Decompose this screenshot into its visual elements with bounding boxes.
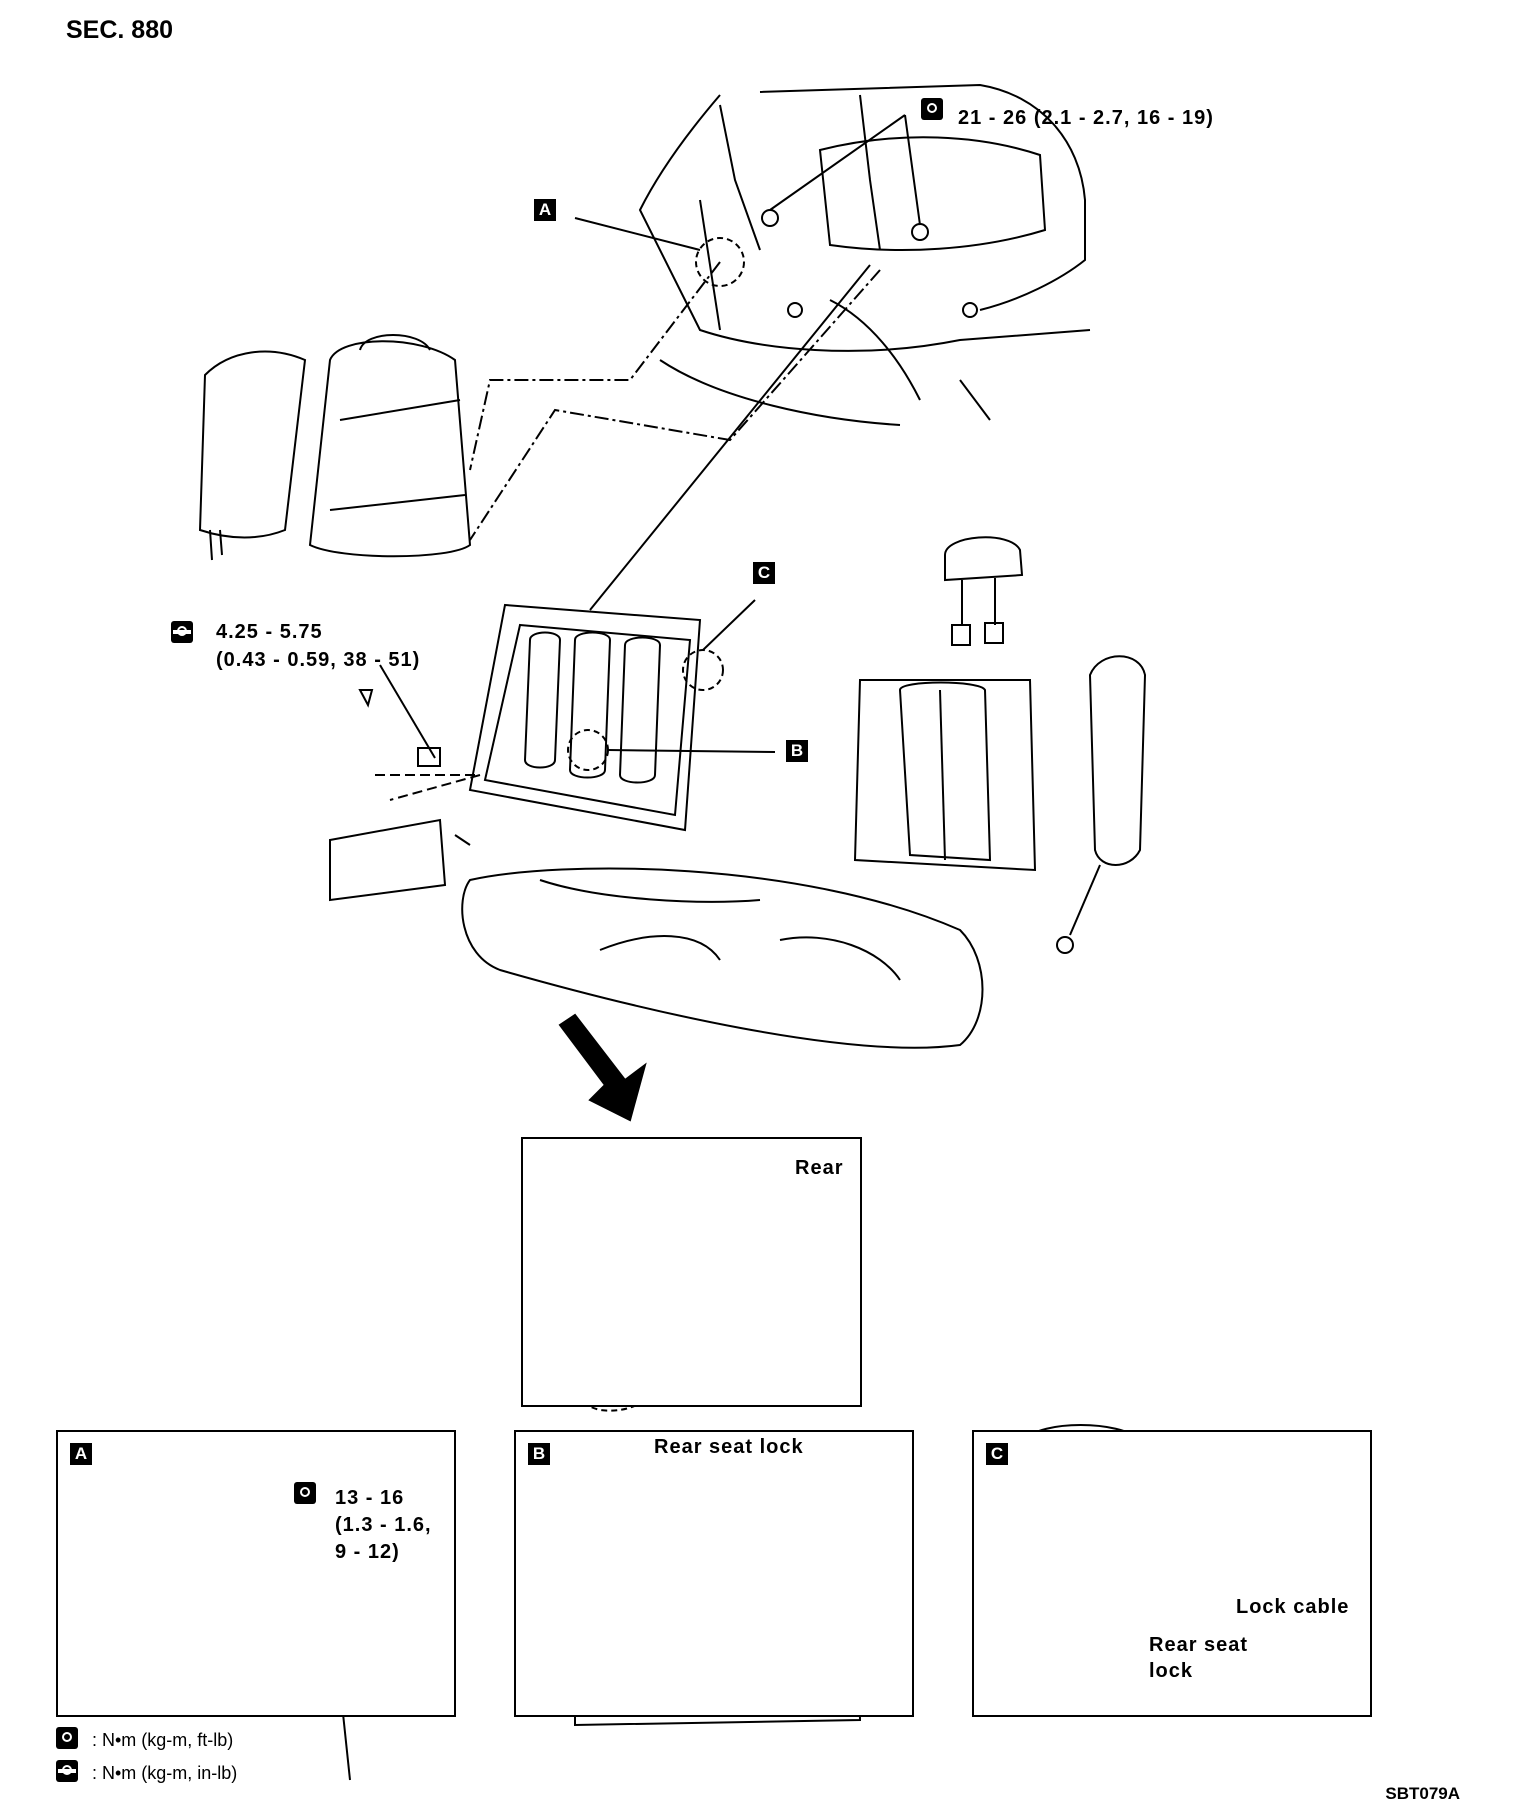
car-body-outline <box>638 83 1091 426</box>
torque-wrench-alt-icon <box>56 1760 78 1782</box>
torque-spec-detail-a-line1: 13 - 16 <box>335 1487 405 1509</box>
lock-cable-label: Lock cable <box>1236 1596 1350 1618</box>
detail-a-box <box>56 1430 456 1717</box>
torque-wrench-icon <box>921 98 943 120</box>
detail-b-box <box>514 1430 914 1717</box>
torque-spec-seatback-bolt-line2: (0.43 - 0.59, 38 - 51) <box>216 649 421 671</box>
callout-tag-c: C <box>753 562 775 584</box>
legend-item-2: : N•m (kg-m, in-lb) <box>92 1763 238 1783</box>
torque-wrench-icon <box>56 1727 78 1749</box>
callout-tag-b: B <box>786 740 808 762</box>
torque-spec-detail-a-line3: 9 - 12) <box>335 1541 400 1563</box>
torque-wrench-icon <box>294 1482 316 1504</box>
rear-seat-lock-label-b: Rear seat lock <box>654 1436 804 1458</box>
legend-item-1: : N•m (kg-m, ft-lb) <box>92 1730 234 1750</box>
diagram-code: SBT079A <box>1385 1784 1460 1803</box>
rear-direction-label: Rear <box>795 1157 844 1179</box>
torque-spec-belt-anchor: 21 - 26 (2.1 - 2.7, 16 - 19) <box>958 107 1214 129</box>
seatback-frame <box>468 603 702 832</box>
rear-seat-lock-label-c-line2: lock <box>1149 1660 1194 1682</box>
torque-spec-seatback-bolt-line1: 4.25 - 5.75 <box>216 621 323 643</box>
down-arrow-icon <box>558 1013 647 1122</box>
detail-a-tag: A <box>70 1443 92 1465</box>
section-title: SEC. 880 <box>66 16 174 44</box>
torque-spec-detail-a-line2: (1.3 - 1.6, <box>335 1514 432 1536</box>
buckle-detail-box <box>521 1137 862 1407</box>
torque-wrench-alt-icon <box>171 621 193 643</box>
detail-c-tag: C <box>986 1443 1008 1465</box>
rear-seat-lock-label-c-line1: Rear seat <box>1149 1634 1249 1656</box>
detail-c-box <box>972 1430 1372 1717</box>
anchor-leader-lines <box>769 114 921 226</box>
callout-tag-a: A <box>534 199 556 221</box>
detail-b-tag: B <box>528 1443 550 1465</box>
